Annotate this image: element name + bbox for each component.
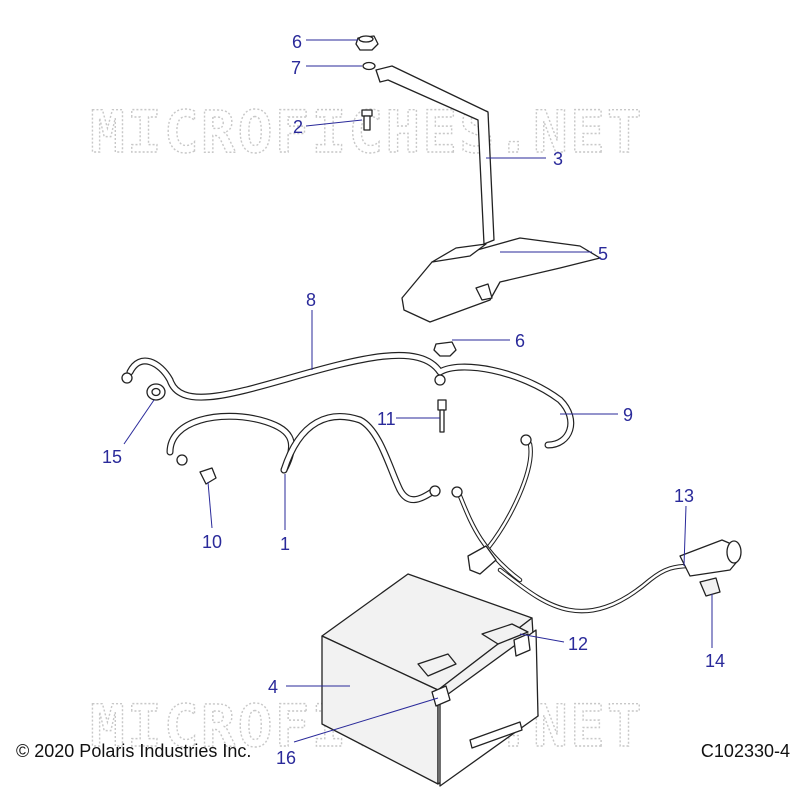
part-5-clip bbox=[475, 283, 493, 301]
leader-16 bbox=[293, 697, 439, 743]
callout-4: 4 bbox=[268, 677, 278, 697]
callout-6a: 6 bbox=[292, 32, 302, 52]
leader-13 bbox=[683, 505, 687, 567]
part-15-grommet bbox=[146, 383, 166, 401]
part-2-bolt bbox=[361, 109, 373, 131]
callout-7: 7 bbox=[291, 58, 301, 78]
callout-8: 8 bbox=[306, 290, 316, 310]
callout-15: 15 bbox=[102, 447, 122, 467]
callout-9: 9 bbox=[623, 405, 633, 425]
part-12-terminal-cover bbox=[481, 623, 529, 645]
part-16-bolt bbox=[431, 685, 451, 707]
ring-terminal bbox=[429, 485, 441, 497]
part-1-cable bbox=[280, 413, 436, 504]
part-11-stud bbox=[437, 399, 447, 433]
part-7-washer bbox=[362, 61, 376, 71]
terminal-bolt bbox=[513, 633, 531, 657]
battery-label bbox=[469, 721, 523, 749]
callout-6b: 6 bbox=[515, 331, 525, 351]
callout-13: 13 bbox=[674, 486, 694, 506]
part-6-nut-top bbox=[355, 35, 379, 51]
callout-16: 16 bbox=[276, 748, 296, 768]
part-10-screw bbox=[199, 467, 217, 485]
part-8-harness bbox=[126, 351, 575, 474]
part-5-tab bbox=[431, 243, 487, 263]
ring-terminal bbox=[434, 374, 446, 386]
terminal-cover bbox=[417, 653, 457, 677]
callout-12: 12 bbox=[568, 634, 588, 654]
ring-terminal bbox=[176, 454, 188, 466]
leader-2 bbox=[305, 119, 363, 127]
watermark-top: MICROFICHES.NET bbox=[90, 98, 644, 166]
callout-1: 1 bbox=[280, 534, 290, 554]
figure-id: C102330-4 bbox=[700, 741, 790, 761]
callout-11: 11 bbox=[377, 409, 396, 429]
ring-terminal bbox=[451, 486, 463, 498]
callout-3: 3 bbox=[553, 149, 563, 169]
callout-14: 14 bbox=[705, 651, 725, 671]
callout-2: 2 bbox=[293, 117, 303, 137]
part-6-nut-middle bbox=[433, 341, 457, 357]
part-4-battery bbox=[321, 573, 539, 787]
callout-5: 5 bbox=[598, 244, 608, 264]
part-5-cover bbox=[401, 237, 601, 323]
ring-terminal bbox=[121, 372, 133, 384]
part-14-clip bbox=[699, 577, 721, 597]
leader-10 bbox=[207, 481, 213, 529]
part-13-plug-cable bbox=[497, 539, 742, 614]
callout-10: 10 bbox=[202, 532, 222, 552]
ring-terminal bbox=[520, 434, 532, 446]
part-9-lead bbox=[457, 441, 533, 583]
fuse-holder bbox=[467, 545, 497, 575]
leader-12 bbox=[519, 633, 565, 643]
leader-15 bbox=[123, 399, 155, 445]
copyright-text: © 2020 Polaris Industries Inc. bbox=[16, 741, 252, 761]
